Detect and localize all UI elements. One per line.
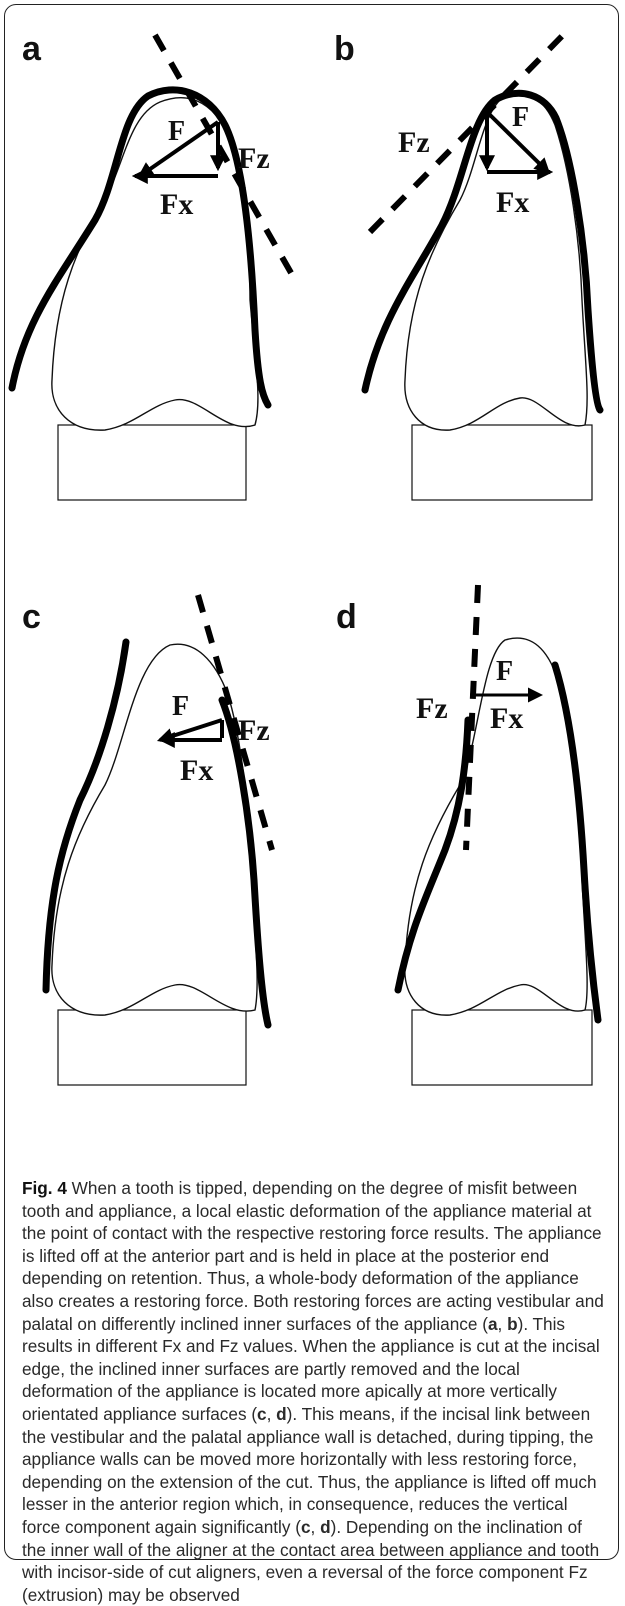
panel-c-root bbox=[58, 1010, 246, 1085]
panel-b-root bbox=[412, 425, 592, 500]
panel-a-letter: a bbox=[22, 30, 42, 68]
panel-a-root bbox=[58, 425, 246, 500]
panel-a-label-Fz: Fz bbox=[238, 142, 270, 175]
figure-label: Fig. 4 bbox=[22, 1178, 67, 1198]
panel-b: b F Fz Fx bbox=[334, 30, 600, 500]
panel-c-label-Fz: Fz bbox=[238, 714, 270, 747]
figure-illustration: a F Fz Fx b F Fz Fx c F Fz bbox=[0, 0, 625, 1170]
panel-c-letter: c bbox=[22, 598, 41, 636]
caption-text: When a tooth is tipped, depending on the… bbox=[22, 1178, 604, 1605]
panel-d-label-Fz: Fz bbox=[416, 692, 448, 725]
panel-d-label-Fx: Fx bbox=[490, 702, 523, 735]
panel-b-label-Fx: Fx bbox=[496, 186, 529, 219]
panel-a-tooth bbox=[52, 98, 258, 430]
panel-c: c F Fz Fx bbox=[22, 595, 272, 1085]
panel-a-label-Fx: Fx bbox=[160, 188, 193, 221]
panel-d-root bbox=[412, 1010, 592, 1085]
panel-c-label-Fx: Fx bbox=[180, 754, 213, 787]
panel-d: d F Fz Fx bbox=[336, 585, 598, 1085]
panel-a-label-F: F bbox=[168, 116, 185, 147]
panel-b-letter: b bbox=[334, 30, 355, 68]
panel-d-letter: d bbox=[336, 598, 357, 636]
panel-d-label-F: F bbox=[496, 656, 513, 687]
panel-a: a F Fz Fx bbox=[12, 30, 298, 500]
panel-b-label-Fz: Fz bbox=[398, 126, 430, 159]
panel-b-tooth bbox=[405, 94, 587, 431]
panel-c-label-F: F bbox=[172, 691, 189, 722]
figure-caption: Fig. 4 When a tooth is tipped, depending… bbox=[22, 1177, 607, 1606]
panel-b-label-F: F bbox=[512, 102, 529, 133]
